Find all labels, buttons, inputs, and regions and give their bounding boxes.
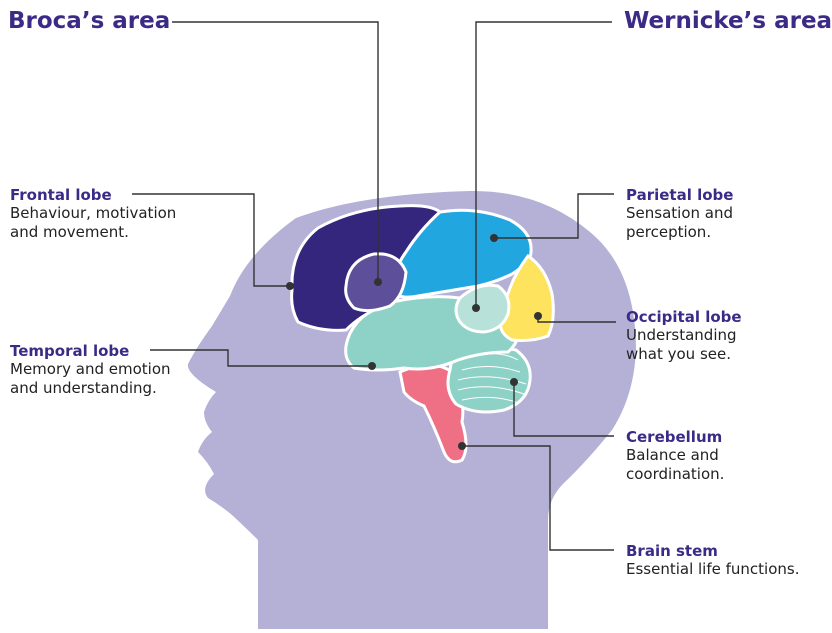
broca-label: Broca’s area — [8, 8, 170, 36]
cerebellum-label: Cerebellum Balance and coordination. — [626, 428, 724, 484]
cerebellum-title: Cerebellum — [626, 428, 723, 446]
brainstem-dot — [458, 442, 466, 450]
temporal-desc-line2: and understanding. — [10, 378, 157, 397]
temporal-label: Temporal lobe Memory and emotion and und… — [10, 342, 171, 398]
temporal-desc-line1: Memory and emotion — [10, 360, 171, 378]
wernicke-label: Wernicke’s area — [624, 8, 832, 36]
cerebellum-dot — [510, 378, 518, 386]
parietal-desc-line2: perception. — [626, 222, 712, 241]
wernicke-title: Wernicke’s area — [624, 8, 832, 34]
brainstem-leader-line — [462, 445, 614, 551]
frontal-title: Frontal lobe — [10, 186, 112, 204]
parietal-title: Parietal lobe — [626, 186, 734, 204]
temporal-title: Temporal lobe — [10, 342, 130, 360]
brainstem-desc-line1: Essential life functions. — [626, 560, 800, 578]
broca-title: Broca’s area — [8, 8, 171, 34]
cerebellum-leader-line — [513, 382, 614, 437]
parietal-dot — [490, 234, 498, 242]
neck — [438, 430, 462, 629]
occipital-desc-line1: Understanding — [626, 326, 737, 344]
broca-dot — [374, 278, 382, 286]
temporal-dot — [368, 362, 376, 370]
occipital-label: Occipital lobe Understanding what you se… — [626, 308, 742, 364]
parietal-leader-line — [494, 193, 614, 239]
brainstem-label: Brain stem Essential life functions. — [626, 542, 800, 579]
wernicke-dot — [472, 304, 480, 312]
frontal-label: Frontal lobe Behaviour, motivation and m… — [10, 186, 176, 242]
occipital-desc-line2: what you see. — [626, 344, 731, 363]
parietal-label: Parietal lobe Sensation and perception. — [626, 186, 733, 242]
temporal-leader-line — [150, 349, 372, 367]
leader-lines — [132, 21, 616, 551]
frontal-desc-line1: Behaviour, motivation — [10, 204, 177, 222]
brainstem-title: Brain stem — [626, 542, 718, 560]
wernicke-leader-line — [475, 21, 612, 308]
wernicke-area-region — [454, 283, 511, 334]
frontal-dot — [286, 282, 294, 290]
occipital-title: Occipital lobe — [626, 308, 742, 326]
leader-dots — [286, 234, 542, 450]
occipital-dot — [534, 312, 542, 320]
cerebellum-desc-line1: Balance and — [626, 446, 719, 464]
parietal-desc-line1: Sensation and — [626, 204, 733, 222]
frontal-desc-line2: and movement. — [10, 222, 129, 241]
frontal-leader-line — [132, 193, 290, 287]
broca-leader-line — [172, 21, 379, 282]
cerebellum-desc-line2: coordination. — [626, 464, 725, 483]
